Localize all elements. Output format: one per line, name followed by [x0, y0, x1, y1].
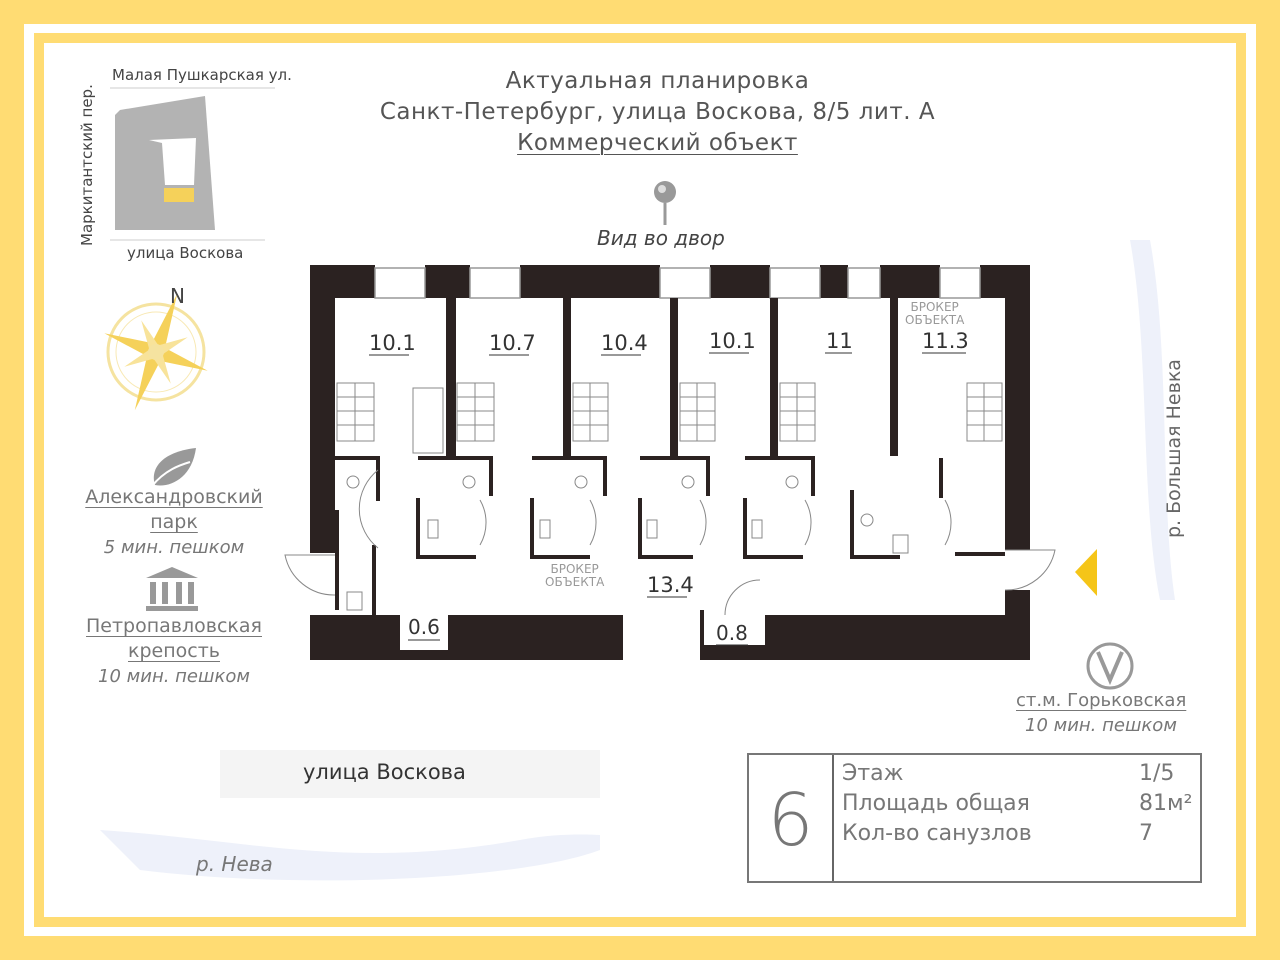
unit-info-box: 6 Этаж 1/5 Площадь общая 81м² Кол-во сан…	[747, 753, 1202, 883]
landmark-2-time: 10 мин. пешком	[98, 666, 250, 687]
unit-number: 6	[749, 755, 834, 881]
minimap-bottom-street: улица Воскова	[127, 244, 244, 262]
info-value-area: 81м²	[1139, 791, 1193, 816]
landmark-2-name-line1[interactable]: Петропавловская	[86, 615, 262, 637]
room-area-6: 11.3	[922, 329, 969, 353]
metro-icon	[1086, 642, 1134, 690]
landmark-1-name-line2[interactable]: парк	[150, 511, 198, 533]
title-address: Санкт-Петербург, улица Воскова, 8/5 лит.…	[379, 99, 936, 125]
minimap	[110, 87, 275, 241]
river-neva	[100, 830, 600, 881]
river-right-label: р. Большая Невка	[1163, 359, 1185, 538]
room-area-2: 10.7	[489, 331, 536, 355]
title-line1: Актуальная планировка	[505, 68, 810, 94]
title-object-type: Коммерческий объект	[517, 130, 798, 156]
stairs	[284, 382, 1056, 616]
floor-plan	[310, 265, 1030, 660]
minimap-top-street: Малая Пушкарская ул.	[112, 66, 292, 84]
river-nevka	[1130, 240, 1175, 600]
street-band	[220, 750, 600, 798]
river-bottom-label: р. Нева	[196, 852, 273, 876]
metro-time: 10 мин. пешком	[1025, 715, 1177, 736]
room-area-5: 11	[826, 329, 853, 353]
corridor-area: 13.4	[647, 573, 694, 597]
info-label-bathrooms: Кол-во санузлов	[842, 821, 1032, 846]
small-room-area-1: 0.6	[408, 615, 440, 639]
view-label: Вид во двор	[597, 226, 725, 250]
room-area-4: 10.1	[709, 329, 756, 353]
landmark-1-time: 5 мин. пешком	[103, 537, 245, 558]
info-value-floor: 1/5	[1139, 761, 1175, 786]
small-room-area-2: 0.8	[716, 621, 748, 645]
landmark-1-name-line1[interactable]: Александровский	[85, 486, 263, 508]
info-value-bathrooms: 7	[1139, 821, 1153, 846]
compass-icon	[104, 293, 208, 411]
street-bottom-label: улица Воскова	[303, 760, 466, 784]
yellow-frame	[34, 33, 1246, 927]
entrance-arrow-icon	[1075, 549, 1097, 596]
leaf-icon	[151, 448, 196, 487]
compass-north-label: N	[170, 284, 185, 308]
minimap-highlight	[164, 188, 194, 202]
info-label-floor: Этаж	[842, 761, 904, 786]
room-area-1: 10.1	[369, 331, 416, 355]
metro-station[interactable]: ст.м. Горьковская	[1016, 690, 1187, 711]
view-pin-icon	[654, 181, 676, 225]
museum-icon	[146, 567, 198, 611]
landmark-2-name-line2[interactable]: крепость	[128, 640, 220, 662]
room-area-3: 10.4	[601, 331, 648, 355]
info-label-area: Площадь общая	[842, 791, 1030, 816]
